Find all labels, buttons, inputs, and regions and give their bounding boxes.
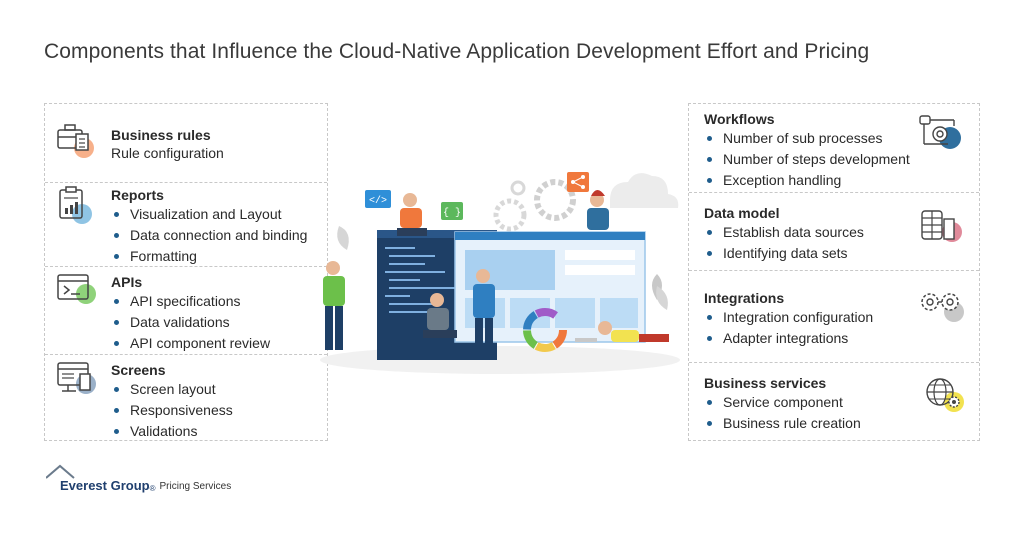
screens-list: Screen layout Responsiveness Validations [111,379,233,442]
brand-service: Pricing Services [159,481,232,492]
screens-item: Screens Screen layout Responsiveness Val… [111,361,233,442]
list-item: API specifications [111,291,270,312]
list-item: Formatting [111,246,307,267]
business-services-item: Business services Service component Busi… [704,374,861,434]
data-model-list: Establish data sources Identifying data … [704,222,864,264]
data-model-item: Data model Establish data sources Identi… [704,204,864,264]
list-item: API component review [111,333,270,354]
integrations-heading: Integrations [704,290,785,306]
reports-list: Visualization and Layout Data connection… [111,204,307,267]
workflow-icon [918,112,964,157]
list-item: Exception handling [704,170,910,191]
list-item: Business rule creation [704,413,861,434]
workflows-list: Number of sub processes Number of steps … [704,128,910,191]
brand-reg: ® [149,484,156,493]
list-item: Adapter integrations [704,328,873,349]
svg-text:{ }: { } [443,207,461,219]
brand-name: Everest Group [60,478,150,493]
list-item: Service component [704,392,861,413]
footer-logo: Everest Group® Pricing Services [44,464,232,493]
database-building-icon [918,205,964,250]
reports-heading: Reports [111,187,164,203]
everest-peak-icon [46,464,75,479]
gears-icon [916,286,966,331]
list-item: Validations [111,421,233,442]
list-item: Data connection and binding [111,225,307,246]
list-item: Number of sub processes [704,128,910,149]
list-item: Responsiveness [111,400,233,421]
clipboard-chart-icon [56,186,96,231]
business-rules-heading: Business rules [111,127,211,143]
list-item: Data validations [111,312,270,333]
svg-text:</>: </> [369,195,387,207]
screens-heading: Screens [111,362,166,378]
apis-list: API specifications Data validations API … [111,291,270,354]
workflows-item: Workflows Number of sub processes Number… [704,110,910,191]
list-item: Integration configuration [704,307,873,328]
business-rules-sub: Rule configuration [111,145,224,161]
terminal-window-icon [56,272,98,313]
business-rules-item: Business rules Rule configuration [111,126,224,162]
integrations-item: Integrations Integration configuration A… [704,289,873,349]
reports-item: Reports Visualization and Layout Data co… [111,186,307,267]
list-item: Screen layout [111,379,233,400]
integrations-list: Integration configuration Adapter integr… [704,307,873,349]
list-item: Visualization and Layout [111,204,307,225]
briefcase-document-icon [56,122,96,163]
list-item: Identifying data sets [704,243,864,264]
globe-gear-icon [922,374,968,421]
monitor-screens-icon [56,360,98,403]
workflows-heading: Workflows [704,111,775,127]
apis-heading: APIs [111,274,143,290]
business-services-heading: Business services [704,375,827,391]
right-panel [688,103,980,441]
list-item: Number of steps development [704,149,910,170]
business-services-list: Service component Business rule creation [704,392,861,434]
apis-item: APIs API specifications Data validations… [111,273,270,354]
list-item: Establish data sources [704,222,864,243]
page-title: Components that Influence the Cloud-Nati… [44,40,870,63]
center-illustration: </> { } [305,160,695,380]
data-model-heading: Data model [704,205,780,221]
